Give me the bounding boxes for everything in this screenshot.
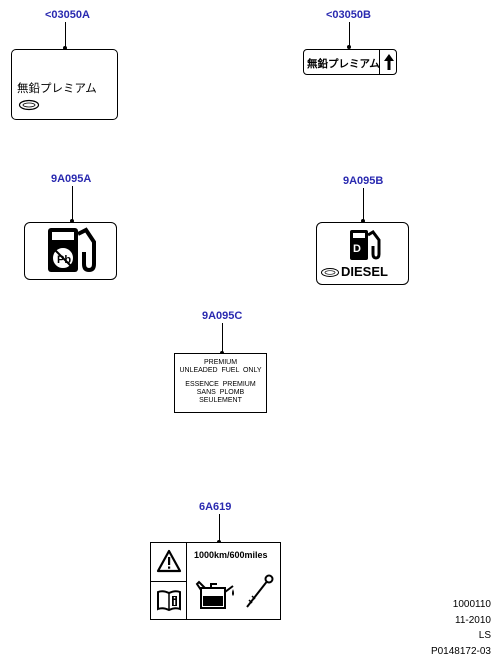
leader-line <box>363 188 364 221</box>
label-line: ESSENCE PREMIUM <box>185 381 256 388</box>
manual-book-icon <box>157 590 181 612</box>
oil-can-icon <box>195 580 234 609</box>
leader-dot <box>63 46 67 50</box>
leader-line <box>72 186 73 221</box>
leader-line <box>349 22 350 47</box>
part-callout-9a095c: 9A095C <box>202 310 243 322</box>
fuel-label-text: 無鉛プレミアム <box>17 81 97 95</box>
label-line: UNLEADED FUEL ONLY <box>179 367 262 374</box>
service-interval-text: 1000km/600miles <box>194 550 268 560</box>
oil-label-6a619: 1000km/600miles <box>150 542 281 620</box>
reference-part-number: P0148172-03 <box>430 645 491 657</box>
leader-line <box>65 22 66 48</box>
fuel-label-9a095b: D DIESEL <box>316 222 409 285</box>
brand-logo-icon <box>321 268 339 277</box>
part-callout-03050a: <03050A <box>45 9 90 21</box>
pump-letter: D <box>353 243 361 255</box>
part-callout-6a619: 6A619 <box>199 501 232 513</box>
fuel-label-9a095a: Pb <box>24 222 117 280</box>
drawing-reference-block: 1000110 11-2010 LS P0148172-03 <box>431 597 491 659</box>
part-callout-9a095a: 9A095A <box>51 173 92 185</box>
leader-dot <box>70 219 74 223</box>
label-divider <box>379 50 381 74</box>
leader-dot <box>361 219 365 223</box>
leader-line <box>222 323 223 353</box>
diesel-pump-icon <box>350 230 381 260</box>
brand-logo-icon <box>18 99 40 111</box>
arrow-up-icon <box>384 54 394 70</box>
no-leaded-fuel-pump-icon: Pb <box>48 227 96 273</box>
label-divider <box>151 581 186 583</box>
label-line: SANS PLOMB <box>196 389 245 396</box>
part-callout-03050b: <03050B <box>326 9 371 21</box>
fuel-label-text: 無鉛プレミアム <box>307 58 380 70</box>
leader-dot <box>347 45 351 49</box>
label-divider <box>186 543 188 619</box>
fuel-label-03050b: 無鉛プレミアム <box>303 49 397 75</box>
label-line: PREMIUM <box>203 359 238 366</box>
diesel-label-text: DIESEL <box>341 264 388 279</box>
part-callout-9a095b: 9A095B <box>343 175 384 187</box>
label-line: SEULEMENT <box>199 397 242 404</box>
fuel-label-9a095c: PREMIUM UNLEADED FUEL ONLY ESSENCE PREMI… <box>174 353 267 413</box>
reference-code: LS <box>478 630 491 641</box>
dipstick-icon <box>246 574 274 608</box>
warning-triangle-icon <box>156 549 182 573</box>
reference-number: 1000110 <box>452 599 491 610</box>
reference-date: 11-2010 <box>455 614 491 626</box>
fuel-label-03050a: 無鉛プレミアム <box>11 49 118 120</box>
leader-line <box>219 514 220 542</box>
